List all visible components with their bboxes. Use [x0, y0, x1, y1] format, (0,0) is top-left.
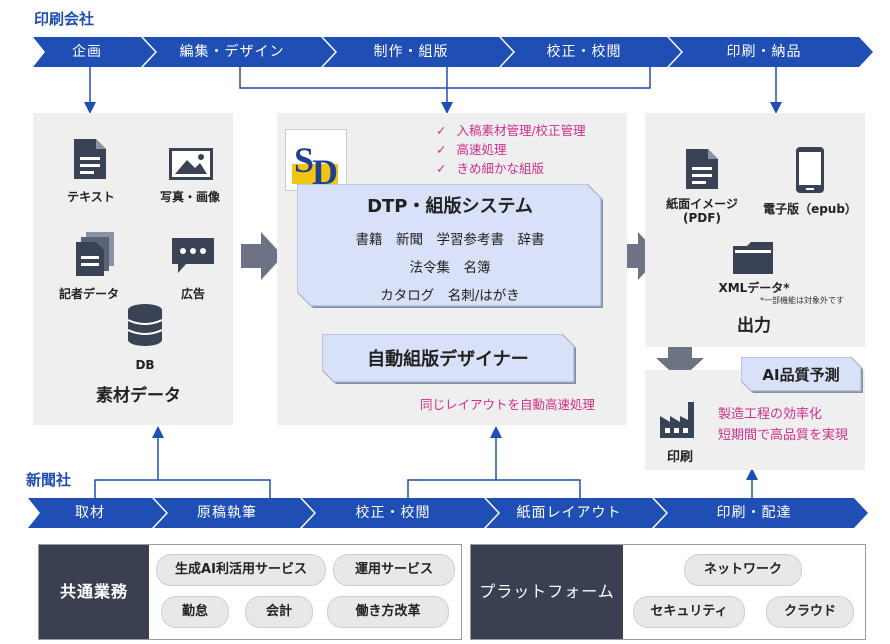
platform-title: プラットフォーム [471, 545, 623, 639]
platform-pill-security[interactable]: セキュリティ [633, 596, 745, 628]
top-flow-step-2[interactable]: 編集・デザイン [143, 37, 335, 67]
materials-title: 素材データ [96, 386, 181, 406]
dtp-system-title: DTP・組版システム [367, 196, 533, 217]
bottom-flow-step-4[interactable]: 紙面レイアウト [486, 498, 666, 528]
auto-designer-caption: 同じレイアウトを自動高速処理 [420, 397, 596, 412]
platform-pill-cloud[interactable]: クラウド [766, 596, 854, 628]
dtp-category-row-2: 法令集 名簿 [409, 260, 491, 276]
material-text-label: テキスト [67, 190, 115, 204]
arrow-right-icon [241, 232, 283, 280]
service-pill-genai[interactable]: 生成AI利活用サービス [156, 554, 326, 586]
top-flow-step-3[interactable]: 制作・組版 [323, 37, 513, 67]
platform-pill-network[interactable]: ネットワーク [684, 554, 802, 586]
auto-designer-box [322, 334, 576, 384]
common-business-title: 共通業務 [39, 545, 149, 639]
sd-logo-icon: S D [292, 140, 338, 192]
auto-designer-title: 自動組版デザイナー [367, 349, 529, 370]
material-photo-label: 写真・画像 [159, 190, 220, 204]
arrow-down-icon [656, 340, 704, 380]
output-xml-note: *一部機能は対象外です [760, 296, 844, 305]
folder-icon [733, 242, 773, 274]
smartphone-icon [796, 147, 824, 193]
ai-quality-title: AI品質予測 [762, 366, 840, 384]
section-label-printing-company: 印刷会社 [34, 10, 95, 28]
dtp-category-row-1: 書籍 新聞 学習参考書 辞書 [355, 232, 545, 248]
service-pill-accounting[interactable]: 会計 [245, 596, 313, 628]
dtp-system-box [297, 184, 603, 308]
top-process-flow: 企画 編集・デザイン 制作・組版 校正・校閲 印刷・納品 [33, 37, 873, 67]
bottom-flow-step-2[interactable]: 原稿執筆 [154, 498, 314, 528]
ai-quality-points: 製造工程の効率化 短期間で高品質を実現 [718, 404, 848, 446]
section-label-newspaper: 新聞社 [26, 471, 72, 489]
output-title: 出力 [737, 316, 771, 336]
output-pdf-label: 紙面イメージ (PDF) [666, 197, 738, 225]
image-icon [169, 148, 213, 180]
top-flow-step-1[interactable]: 企画 [33, 37, 155, 67]
factory-icon [660, 402, 694, 438]
database-icon [128, 304, 162, 346]
output-xml-label: XMLデータ* [718, 281, 790, 295]
sd-logo: S D [285, 129, 347, 192]
chat-bubble-icon [172, 238, 214, 273]
dtp-feature-list: 入稿素材管理/校正管理 高速処理 きめ細かな組版 [436, 121, 586, 178]
dtp-category-row-3: カタログ 名刺/はがき [380, 288, 520, 304]
dtp-feature-item: きめ細かな組版 [436, 159, 586, 178]
svg-text:S: S [294, 140, 314, 180]
bottom-flow-step-1[interactable]: 取材 [28, 498, 166, 528]
material-db-label: DB [135, 358, 155, 372]
pdf-document-icon [686, 149, 718, 189]
dtp-feature-item: 入稿素材管理/校正管理 [436, 121, 585, 140]
bottom-flow-step-5[interactable]: 印刷・配達 [654, 498, 868, 528]
dtp-feature-item: 高速処理 [436, 140, 586, 159]
service-pill-attendance[interactable]: 勤怠 [161, 596, 229, 628]
service-pill-workstyle[interactable]: 働き方改革 [327, 596, 449, 628]
output-panel [645, 113, 865, 347]
bottom-flow-step-3[interactable]: 校正・校閲 [302, 498, 498, 528]
material-ad-label: 広告 [180, 287, 205, 301]
service-pill-operations[interactable]: 運用サービス [333, 554, 455, 586]
print-label: 印刷 [666, 450, 693, 465]
output-epub-label: 電子版（epub） [763, 202, 857, 216]
top-flow-step-5[interactable]: 印刷・納品 [669, 37, 873, 67]
material-reporter-label: 記者データ [58, 287, 119, 301]
ai-quality-point: 短期間で高品質を実現 [718, 428, 849, 443]
ai-quality-box [741, 357, 863, 393]
ai-quality-point: 製造工程の効率化 [718, 407, 823, 422]
documents-stack-icon [76, 232, 114, 276]
bottom-process-flow: 取材 原稿執筆 校正・校閲 紙面レイアウト 印刷・配達 [28, 498, 868, 528]
arrow-right-icon-2 [618, 232, 660, 280]
text-document-icon [74, 139, 106, 179]
top-flow-step-4[interactable]: 校正・校閲 [501, 37, 681, 67]
